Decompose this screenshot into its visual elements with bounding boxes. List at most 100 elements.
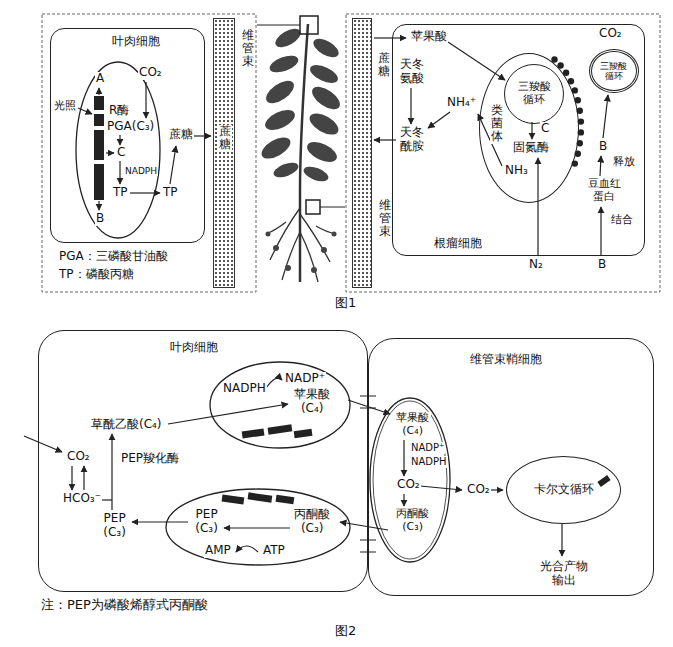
label: NADPH (222, 382, 267, 396)
arrow (428, 112, 450, 128)
arrow (340, 522, 388, 530)
plant (310, 35, 341, 61)
plant (266, 232, 271, 237)
connector-line (102, 499, 112, 500)
label: A (95, 72, 105, 86)
membrane-bead (557, 62, 563, 68)
arrow (266, 378, 282, 388)
bacteroid-shape: 类菌体三羧酸循环 (479, 53, 579, 203)
arrow (374, 37, 406, 38)
zoom-callout (306, 200, 320, 214)
plant (300, 24, 308, 282)
label: B (597, 258, 607, 272)
label: 结合 (610, 214, 634, 227)
label: TP：磷酸丙糖 (58, 268, 135, 282)
label: 光合产物 输出 (538, 560, 590, 588)
thylakoid (268, 424, 293, 434)
plant (268, 52, 301, 75)
zoom-callout (300, 16, 318, 34)
node-title: 卡尔文循环 (534, 483, 594, 497)
thylakoid (248, 492, 273, 502)
arrow (130, 192, 160, 193)
band-shape: 维管束 (352, 18, 372, 288)
arrow (600, 156, 601, 176)
membrane-bead (568, 78, 574, 84)
membrane-bead (575, 151, 581, 157)
plant (307, 61, 340, 86)
plant (311, 267, 317, 273)
arrow (224, 527, 290, 528)
label: C (540, 122, 550, 136)
label: 注：PEP为磷酸烯醇式丙酮酸 (40, 598, 209, 613)
plant (302, 164, 331, 184)
plant (306, 109, 342, 139)
ellipse-shape: 卡尔文循环 (506, 456, 621, 524)
chloroplast (370, 398, 450, 562)
plant (270, 208, 300, 260)
label: 蔗糖 (377, 52, 391, 78)
arrow (531, 122, 532, 139)
arrow (119, 161, 120, 184)
label: NH₄⁺ (446, 96, 477, 110)
label: 天冬氨酸 (398, 58, 425, 86)
label: 固氮酶 (512, 141, 550, 155)
plant (262, 76, 297, 107)
thylakoid (94, 96, 104, 110)
label: NADPH (410, 456, 448, 468)
thylakoid (294, 429, 313, 438)
zoom-callout (320, 207, 345, 208)
arrow (119, 135, 120, 145)
label: C (116, 146, 126, 160)
label: 苹果酸 (C₄) (292, 388, 332, 416)
panel-frame (42, 14, 256, 292)
plant (282, 232, 300, 280)
chloroplast (76, 62, 160, 238)
label: 苹果酸 (C₄) (394, 412, 431, 437)
membrane-bead (563, 70, 569, 76)
membrane-bead (577, 108, 583, 114)
node-title: 维管束鞘细胞 (469, 353, 543, 367)
zoom-callout (257, 25, 300, 26)
thylakoid (597, 475, 610, 487)
node-title: 根瘤细胞 (433, 237, 483, 251)
arrow (403, 440, 404, 476)
thylakoid (94, 114, 104, 126)
arrow (448, 42, 505, 80)
label: 丙酮酸 (C₃) (292, 508, 332, 536)
plant (285, 265, 291, 271)
arrow (111, 434, 112, 510)
label: R酶 (108, 104, 130, 118)
node-title: 类菌体 (490, 104, 504, 144)
circle-shape: 三羧酸循环 (504, 64, 564, 124)
label: CO₂ (138, 66, 163, 80)
arrow (561, 524, 562, 556)
label: CO₂ (598, 27, 623, 41)
thylakoid (222, 494, 245, 504)
label: 光照 (53, 100, 77, 113)
arrow (490, 489, 503, 490)
label: PEP (C₃) (190, 508, 223, 536)
node-title: 维管束 (241, 29, 255, 69)
arrow (194, 135, 211, 136)
thylakoid (94, 164, 104, 200)
arrow (24, 436, 62, 452)
chloroplast (373, 401, 447, 559)
arrow (98, 201, 99, 210)
label: CO₂ (66, 450, 91, 464)
plant (300, 214, 330, 262)
plant (321, 247, 327, 253)
arrow (168, 404, 288, 424)
arrow (132, 521, 188, 522)
label: 蔗糖 (168, 128, 194, 142)
arrow (420, 486, 462, 490)
label: NH₃ (504, 164, 529, 178)
chloroplast (76, 62, 450, 565)
arrow (348, 400, 390, 414)
plant (273, 245, 279, 251)
arrow (78, 108, 92, 114)
arrow (410, 88, 411, 124)
label: TP (162, 186, 179, 200)
arrow (106, 152, 114, 153)
